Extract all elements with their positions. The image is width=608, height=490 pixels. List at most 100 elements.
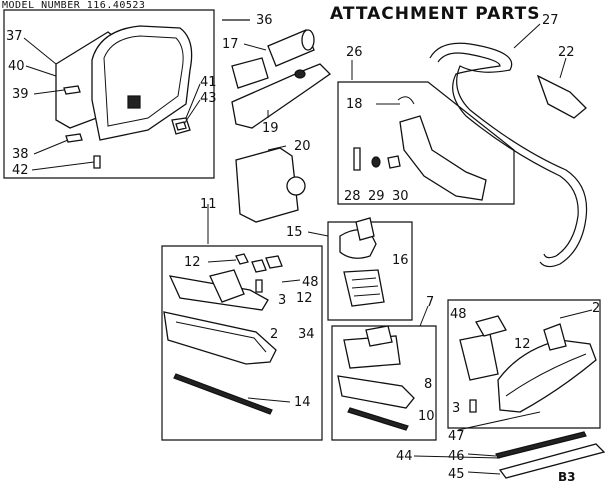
- caddy-clip-43: [175, 121, 187, 131]
- callout-36: 36: [256, 13, 273, 28]
- leader-39: [33, 89, 65, 95]
- floor-tool-rim: [505, 353, 587, 397]
- wand-screw-28: [353, 147, 361, 171]
- callout-27: 27: [542, 13, 559, 28]
- callout-10: 10: [418, 409, 435, 424]
- floor-tool-group: [413, 299, 606, 479]
- caddy-group: [3, 9, 215, 179]
- callout-34: 34: [298, 327, 315, 342]
- dusting-brush-bristle-c: [353, 293, 381, 297]
- nozzle-neck: [365, 325, 393, 347]
- caddy-latch: [127, 95, 141, 109]
- hose-27-outline-a: [429, 42, 588, 268]
- tools-top-group: [222, 19, 332, 223]
- leader-46: [467, 453, 497, 457]
- tube-17-short: [231, 57, 269, 89]
- callout-labels: 37 40 39 38 42 41 43 36 17 19 20 26 27 2…: [6, 13, 600, 482]
- nozzle-box: [331, 325, 437, 441]
- callout-12-top: 12: [184, 255, 201, 270]
- model-number: MODEL NUMBER 116.40523: [2, 0, 146, 11]
- leader-48a: [281, 279, 301, 283]
- floor-tool-head: [497, 339, 597, 413]
- leader-42: [31, 161, 95, 171]
- floor-tool-tube: [459, 333, 499, 381]
- wand-nut-29: [371, 156, 381, 168]
- crevice-tool-hole: [294, 69, 306, 79]
- floor-brush-base-34: [163, 311, 277, 365]
- callout-18: 18: [346, 97, 363, 112]
- leader-43: [183, 99, 201, 125]
- callout-47: 47: [448, 429, 465, 444]
- callout-39: 39: [12, 87, 29, 102]
- callout-43: 43: [200, 91, 217, 106]
- floor-brush-strip-14: [173, 373, 273, 415]
- leader-7: [419, 305, 429, 327]
- dusting-brush-16: [343, 269, 385, 307]
- callout-26: 26: [346, 45, 363, 60]
- callout-40: 40: [8, 59, 25, 74]
- leader-17: [243, 43, 267, 51]
- leader-2: [559, 309, 593, 319]
- floor-brush-clip-12b: [251, 259, 267, 273]
- dusting-brush-bristle-b: [351, 285, 379, 289]
- leader-38: [33, 139, 69, 155]
- leader-40: [25, 65, 57, 77]
- callout-28: 28: [344, 189, 361, 204]
- callout-37: 37: [6, 29, 23, 44]
- callout-15: 15: [286, 225, 303, 240]
- callout-38: 38: [12, 147, 29, 162]
- callout-12-mid: 12: [296, 291, 313, 306]
- nozzle-group: [331, 305, 437, 441]
- floor-tool-strip-46: [495, 431, 587, 459]
- leader-22: [559, 57, 567, 79]
- leader-37: [23, 37, 57, 65]
- floor-brush-clip-48: [265, 255, 283, 269]
- callout-29: 29: [368, 189, 385, 204]
- floor-tool-clip-48: [475, 315, 507, 337]
- caddy-screw-42: [93, 155, 101, 169]
- nozzle-strip-10: [347, 407, 409, 431]
- callout-2-left: 2: [270, 327, 278, 342]
- leader-27: [513, 23, 541, 49]
- callout-41: 41: [200, 75, 217, 90]
- callout-48-left: 48: [302, 275, 319, 290]
- caddy-pin-38: [65, 133, 83, 143]
- callout-2-right: 2: [592, 301, 600, 316]
- page-title: ATTACHMENT PARTS: [330, 4, 541, 24]
- nozzle-brush-8: [337, 375, 415, 409]
- wand-group: [337, 60, 515, 205]
- callout-11: 11: [200, 197, 217, 212]
- callout-42: 42: [12, 163, 29, 178]
- bracket-20-hole: [286, 176, 306, 196]
- leader-15: [307, 231, 329, 237]
- callout-19: 19: [262, 121, 279, 136]
- floor-tool-belt-45: [498, 443, 606, 479]
- wand-handle: [399, 115, 487, 201]
- callout-8: 8: [424, 377, 432, 392]
- page-code: B3: [558, 470, 576, 484]
- callout-12-right: 12: [514, 337, 531, 352]
- callout-22: 22: [558, 45, 575, 60]
- leader-14: [247, 397, 291, 403]
- floor-tool-neck: [543, 323, 567, 351]
- callout-46: 46: [448, 449, 465, 464]
- wand-clip-30: [387, 155, 401, 169]
- callout-45: 45: [448, 467, 465, 482]
- callout-30: 30: [392, 189, 409, 204]
- floor-tool-screw-3: [469, 399, 477, 413]
- callout-20: 20: [294, 139, 311, 154]
- hose-27-outline-b: [437, 52, 579, 259]
- floor-tool-box: [447, 299, 601, 429]
- upholstery-tool-neck: [355, 217, 375, 241]
- callout-7: 7: [426, 295, 434, 310]
- leader-45: [467, 471, 501, 475]
- wand-clip-18: [397, 96, 415, 105]
- caddy-box: [3, 9, 215, 179]
- wand-box: [337, 81, 515, 205]
- floor-brush-neck: [209, 269, 245, 303]
- callout-44: 44: [396, 449, 413, 464]
- upholstery-box: [327, 221, 413, 321]
- floor-brush-clip-12a: [235, 253, 249, 265]
- leader-44: [413, 455, 501, 459]
